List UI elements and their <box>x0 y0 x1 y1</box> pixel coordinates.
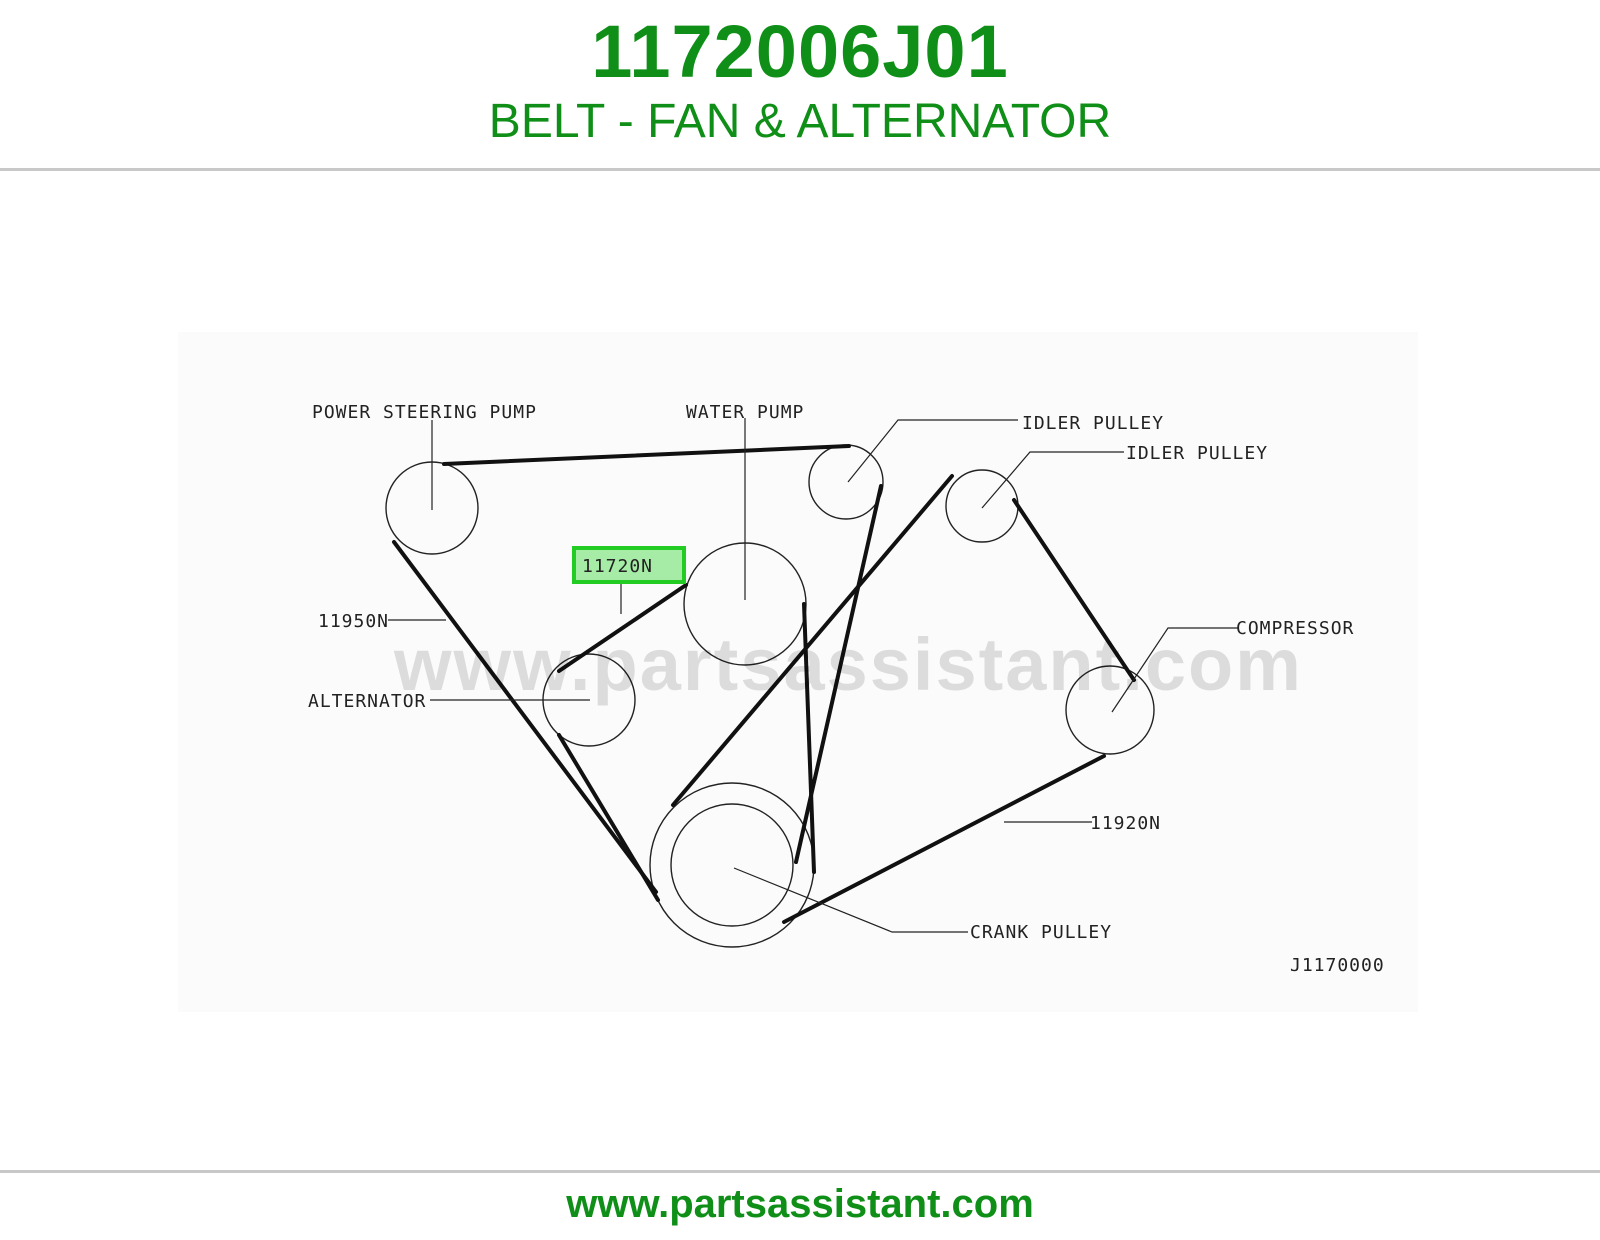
label-idler-pulley-2: IDLER PULLEY <box>1126 443 1268 464</box>
label-alternator: ALTERNATOR <box>308 691 426 712</box>
belt-11950n-top <box>442 444 851 466</box>
leader-crank-pulley <box>733 867 968 933</box>
leader-compressor <box>1111 627 1238 713</box>
leader-idler-pulley-2 <box>981 451 1124 509</box>
highlight-box-11720n[interactable] <box>572 546 686 584</box>
belt-11920n-bottom <box>782 754 1106 924</box>
label-idler-pulley-1: IDLER PULLEY <box>1022 413 1164 434</box>
footer-divider <box>0 1170 1600 1173</box>
belt-diagram: POWER STEERING PUMP WATER PUMP IDLER PUL… <box>178 332 1418 1012</box>
crank-pulley-inner <box>670 803 794 927</box>
label-water-pump: WATER PUMP <box>686 402 804 423</box>
compressor-pulley <box>1065 665 1155 755</box>
footer-url-link[interactable]: www.partsassistant.com <box>566 1182 1034 1226</box>
label-11950n: 11950N <box>318 611 389 632</box>
belt-11720n-upper <box>557 583 688 673</box>
idler-pulley-2 <box>945 469 1019 543</box>
part-name-subtitle: BELT - FAN & ALTERNATOR <box>488 95 1112 148</box>
belt-diagram-svg: POWER STEERING PUMP WATER PUMP IDLER PUL… <box>308 402 1385 976</box>
label-compressor: COMPRESSOR <box>1236 618 1354 639</box>
crank-pulley-outer <box>649 782 815 948</box>
belt-11920n-right <box>1012 498 1136 682</box>
page-header: 1172006J01 BELT - FAN & ALTERNATOR <box>0 0 1600 168</box>
label-crank-pulley: CRANK PULLEY <box>970 922 1112 943</box>
label-11920n: 11920N <box>1090 813 1161 834</box>
idler-pulley-1 <box>808 444 884 520</box>
watermark-text: www.partsassistant.com <box>393 623 1303 706</box>
header-divider <box>0 168 1600 171</box>
label-power-steering-pump: POWER STEERING PUMP <box>312 402 537 423</box>
belt-11720n-lower <box>557 733 660 902</box>
part-number-title: 1172006J01 <box>591 10 1009 93</box>
label-figure-code: J1170000 <box>1290 955 1385 976</box>
belt-11950n-left <box>392 540 658 894</box>
leader-idler-pulley-1 <box>847 419 1018 483</box>
label-11720n[interactable]: 11720N <box>582 556 653 577</box>
belt-11920n-left <box>671 474 954 807</box>
